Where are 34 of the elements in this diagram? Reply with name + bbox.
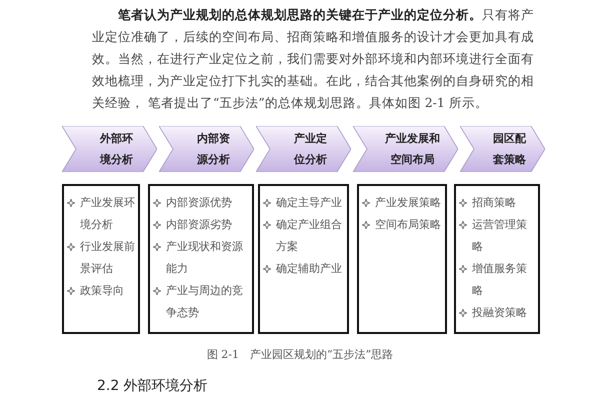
process-step [353, 126, 458, 172]
list-item-text: 产业现状和资源能力 [166, 239, 244, 277]
section-heading: 2.2 外部环境分析 [97, 377, 208, 395]
list-item-text: 确定主导产业 [276, 195, 342, 211]
list-item-text: 内部资源优势 [166, 195, 232, 211]
list-item-text: 产业与周边的竞争态势 [166, 283, 244, 321]
list-item-text: 空间布局策略 [375, 217, 441, 233]
list-item-text: 内部资源劣势 [166, 217, 232, 233]
chevron-label: 园区配套策略 [492, 131, 527, 168]
list-item-text: 招商策略 [472, 195, 516, 211]
process-step [159, 126, 254, 172]
list-box [62, 184, 140, 334]
list-item-text: 行业发展前景评估 [80, 239, 136, 277]
figure-caption: 图 2-1 产业园区规划的“五步法”思路 [206, 347, 394, 362]
chevron-label: 产业发展和空间布局 [384, 131, 441, 168]
list-item-text: 政策导向 [80, 283, 124, 299]
list-item-text: 确定产业组合方案 [276, 217, 343, 255]
list-box [258, 184, 349, 334]
list-item-text: 增值服务策略 [472, 261, 528, 299]
process-step [62, 126, 157, 172]
list-box [357, 184, 447, 334]
list-box [454, 184, 540, 334]
list-item-text: 运营管理策略 [472, 217, 528, 255]
list-box [148, 184, 254, 334]
process-step [256, 126, 351, 172]
chevron-label: 外部环境分析 [98, 131, 134, 168]
list-item-text: 产业发展环境分析 [80, 195, 136, 233]
paragraph: 笔者认为产业规划的总体规划思路的关键在于产业的定位分析。只有将产业定位准确了，后续的空间布局、招商策略和增值服务的设计才会更加具有成效。当然，在进行产业定位之前，我们需要对外部环境和内部环境进行全面有效地梳理，为产业定位打下扎实的基础。在此，结合其他案例的自身研究的相关经验， 笔者提出了“五步法”的总体规划思路。具体如图 2-1 所示。 [92, 6, 535, 112]
process-step [460, 126, 545, 172]
list-item-text: 投融资策略 [472, 305, 527, 321]
chevron-label: 产业定位分析 [292, 131, 328, 168]
list-item-text: 确定辅助产业 [276, 261, 342, 277]
list-item-text: 产业发展策略 [375, 195, 441, 211]
chevron-label: 内部资源分析 [196, 131, 231, 168]
